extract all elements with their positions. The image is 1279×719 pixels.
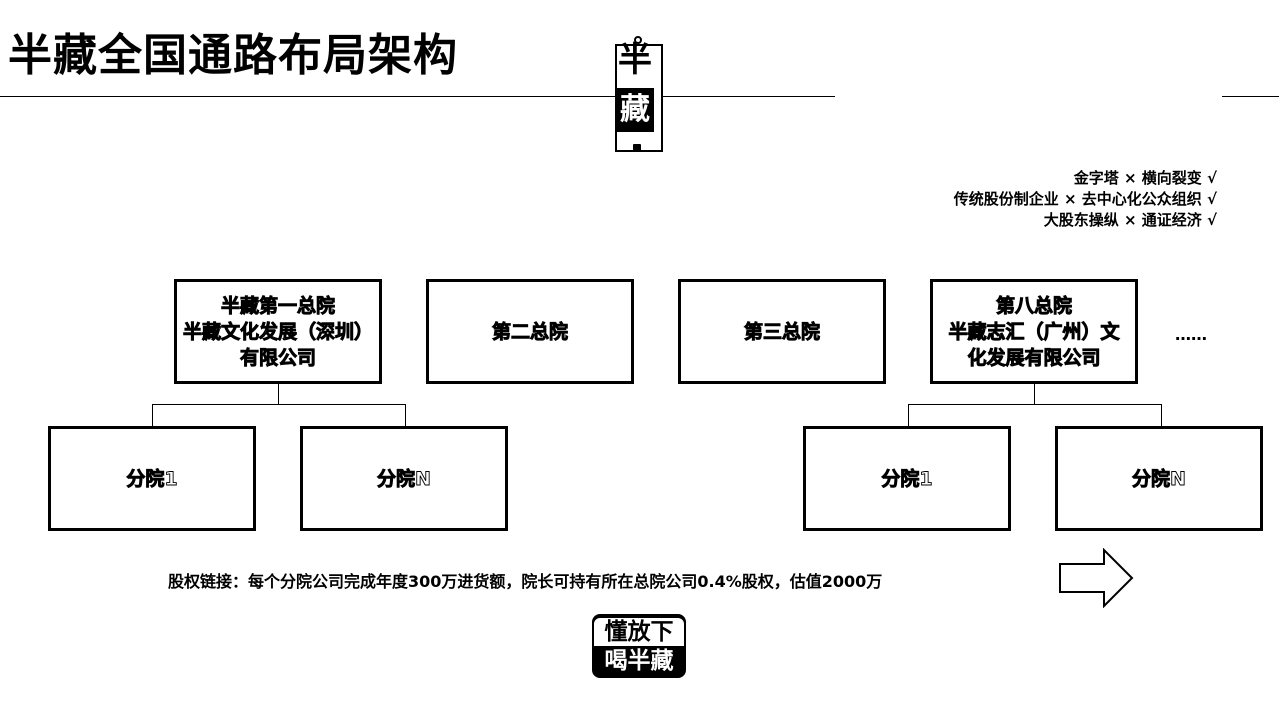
branch-box-left-1: 分院1	[48, 426, 256, 531]
tag-line-1: 金字塔 × 横向裂变 √	[1073, 169, 1217, 187]
hq-2-name: 第二总院	[491, 320, 569, 343]
hq-box-2: 第二总院	[426, 279, 634, 384]
brand-logo: 半 藏	[613, 36, 663, 154]
hq-1-name: 半藏第一总院	[220, 294, 336, 317]
connector-left-branch	[152, 404, 406, 427]
branch-right-1-label: 分院1	[881, 467, 933, 490]
logo-char-2: 藏	[616, 88, 654, 132]
hq-box-3: 第三总院	[678, 279, 886, 384]
slogan-stamp: 懂放下 喝半藏	[592, 614, 686, 678]
hq-box-8: 第八总院 半藏志汇（广州）文 化发展有限公司	[930, 279, 1138, 384]
branch-box-left-n: 分院N	[300, 426, 508, 531]
tag-line-2: 传统股份制企业 × 去中心化公众组织 √	[953, 190, 1217, 208]
hq-3-name: 第三总院	[743, 320, 821, 343]
hq-1-company-line2: 有限公司	[239, 346, 317, 369]
slogan-line-2: 喝半藏	[604, 648, 674, 674]
connector-left-stem	[278, 384, 279, 405]
branch-left-1-label: 分院1	[126, 467, 178, 490]
hq-8-name: 第八总院	[995, 294, 1073, 317]
comparison-tags: 金字塔 × 横向裂变 √ 传统股份制企业 × 去中心化公众组织 √ 大股东操纵 …	[954, 168, 1217, 231]
branch-box-right-n: 分院N	[1055, 426, 1263, 531]
connector-right-branch	[908, 404, 1162, 427]
slogan-line-1: 懂放下	[594, 618, 684, 646]
branch-left-n-label: 分院N	[377, 467, 432, 490]
more-ellipsis: ……	[1175, 325, 1207, 344]
equity-note: 股权链接：每个分院公司完成年度300万进货额，院长可持有所在总院公司0.4%股权…	[168, 572, 883, 591]
title-underline-left	[0, 96, 835, 97]
tag-line-3: 大股东操纵 × 通证经济 √	[1043, 211, 1217, 229]
logo-seal-icon	[633, 144, 641, 152]
title-underline-right	[1222, 96, 1279, 97]
page-title: 半藏全国通路布局架构	[8, 30, 458, 81]
hq-1-company-line1: 半藏文化发展（深圳）	[182, 320, 374, 343]
hq-8-company-line1: 半藏志汇（广州）文	[948, 320, 1120, 343]
right-arrow-icon	[1059, 548, 1134, 608]
branch-right-n-label: 分院N	[1132, 467, 1187, 490]
connector-right-stem	[1034, 384, 1035, 405]
branch-box-right-1: 分院1	[803, 426, 1011, 531]
logo-pin-icon	[634, 36, 642, 44]
hq-box-1: 半藏第一总院 半藏文化发展（深圳） 有限公司	[174, 279, 382, 384]
logo-char-1: 半	[618, 40, 652, 80]
hq-8-company-line2: 化发展有限公司	[967, 346, 1101, 369]
